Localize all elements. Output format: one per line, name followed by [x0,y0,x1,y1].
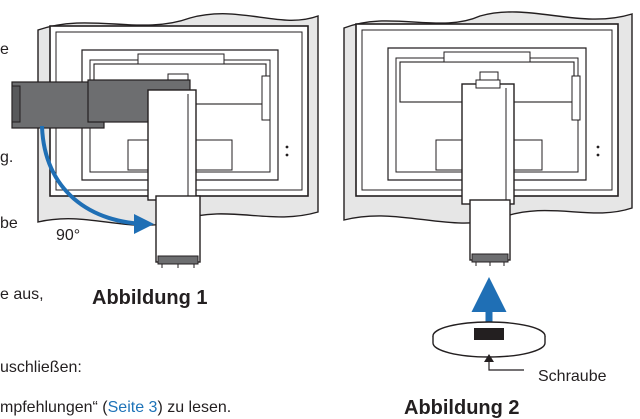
figure-2-monitor [343,11,633,266]
stand-base [432,321,546,358]
figure-1-caption: Abbildung 1 [92,287,208,309]
body-text-fragment-6: mpfehlungen“ (Seite 3) zu lesen. [0,400,231,416]
body-text-6-after: ) zu lesen. [157,399,232,416]
angle-label: 90° [56,227,81,244]
figure-1-monitor [11,13,319,268]
body-text-fragment-5: uschließen: [0,359,82,376]
screw-label: Schraube [538,368,607,385]
page-reference-link[interactable]: Seite 3 [107,399,158,416]
body-text-fragment-2: g. [0,149,14,166]
rotation-arrow-icon [40,125,154,234]
figure-2-caption: Abbildung 2 [404,397,520,419]
body-text-6-before: mpfehlungen“ ( [0,399,108,416]
screw-pointer-icon [484,354,494,362]
body-text-fragment-4: e aus, [0,286,44,303]
screw-leader-line [488,356,524,371]
body-text-fragment-3: be [0,215,18,232]
body-text-fragment-1: e [0,41,9,58]
